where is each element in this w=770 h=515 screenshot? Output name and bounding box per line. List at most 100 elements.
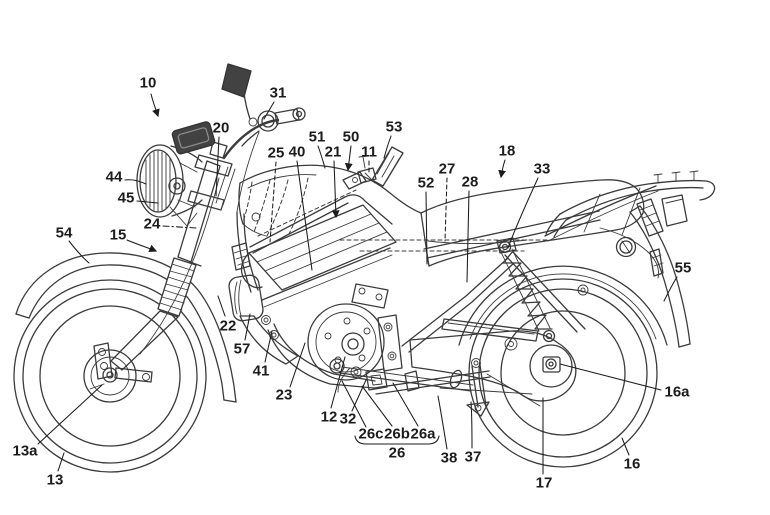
- ref-label-51: 51: [309, 129, 326, 146]
- front-wheel: [13, 279, 207, 473]
- ref-label-54: 54: [56, 225, 73, 242]
- seat-latch: [342, 171, 367, 190]
- leader-line-41: [264, 330, 273, 363]
- ref-label-52: 52: [418, 175, 435, 192]
- ref-label-50: 50: [343, 129, 360, 146]
- ref-label-55: 55: [675, 260, 692, 277]
- leader-line-20: [215, 136, 220, 197]
- leader-line-51: [317, 145, 326, 169]
- cables: [139, 131, 260, 355]
- brace-26: [354, 435, 440, 445]
- leader-line-12: [330, 356, 346, 409]
- leader-line-23: [289, 342, 306, 388]
- leader-line-50: [344, 145, 353, 172]
- ref-label-40: 40: [289, 144, 306, 161]
- rear-signal: [636, 198, 664, 277]
- leader-line-55: [663, 276, 678, 302]
- motorcycle-artwork: [13, 63, 716, 473]
- ref-label-45: 45: [118, 190, 135, 207]
- rear-wheel: [458, 265, 668, 468]
- leader-line-25: [269, 161, 277, 243]
- ref-label-38: 38: [441, 450, 458, 467]
- front-fork: [110, 141, 236, 371]
- ref-label-57: 57: [234, 341, 251, 358]
- brake-lever: [241, 130, 260, 147]
- ref-label-31: 31: [270, 85, 287, 102]
- leader-line-31: [263, 101, 275, 120]
- battery-box: [240, 194, 397, 308]
- stay-11: [357, 155, 377, 184]
- leader-line-10: [150, 93, 160, 118]
- tail-lamp: [661, 194, 688, 227]
- ref-label-44: 44: [106, 169, 123, 186]
- ref-label-26b: 26b: [384, 426, 410, 443]
- rear-fender: [629, 205, 691, 348]
- ref-label-33: 33: [534, 161, 551, 178]
- ref-label-21: 21: [325, 144, 342, 161]
- ref-label-16: 16: [624, 456, 641, 473]
- front-fender: [15, 252, 237, 403]
- ref-label-13: 13: [47, 472, 64, 489]
- mirror-stem: [243, 92, 251, 120]
- leader-line-15: [126, 239, 158, 252]
- handlebar: [171, 63, 306, 160]
- tank-cover: [238, 146, 422, 239]
- ref-label-26: 26: [389, 445, 406, 462]
- ref-label-53: 53: [386, 119, 403, 136]
- leader-line-26c: [341, 380, 367, 428]
- bracket-53: [364, 146, 404, 187]
- leader-line-16: [621, 437, 630, 456]
- ref-label-12: 12: [321, 409, 338, 426]
- ref-label-22: 22: [220, 318, 237, 335]
- speedometer: [171, 121, 216, 155]
- leader-line-16a: [559, 363, 662, 391]
- leader-line-33: [507, 177, 539, 249]
- motor-unit: [307, 283, 389, 381]
- ref-label-11: 11: [361, 144, 377, 161]
- leader-line-13a: [37, 384, 103, 445]
- ref-label-32: 32: [340, 411, 357, 428]
- ref-label-15: 15: [110, 227, 127, 244]
- ref-label-18: 18: [499, 143, 516, 160]
- ref-label-27: 27: [439, 161, 456, 178]
- ref-label-26c: 26c: [358, 426, 383, 443]
- leader-line-26a: [392, 382, 419, 427]
- frame: [236, 210, 601, 389]
- ref-label-20: 20: [213, 120, 230, 137]
- leader-line-54: [68, 240, 90, 264]
- ref-label-16a: 16a: [664, 384, 690, 401]
- rear-shock: [496, 237, 556, 343]
- leader-line-52: [425, 191, 428, 265]
- ref-label-25: 25: [268, 145, 285, 162]
- under-cover: [239, 315, 299, 365]
- leader-line-40: [296, 160, 313, 271]
- leader-line-13: [57, 452, 65, 472]
- leader-line-22: [217, 295, 226, 317]
- leader-line-28: [466, 190, 470, 283]
- leader-line-45: [136, 200, 159, 204]
- ref-label-23: 23: [276, 387, 293, 404]
- ref-label-10: 10: [140, 75, 157, 92]
- leader-line-21: [331, 160, 340, 219]
- leader-line-18: [498, 159, 506, 179]
- leader-line-32: [351, 379, 367, 412]
- canister: [228, 242, 299, 365]
- leader-line-37: [470, 401, 473, 449]
- leader-line-26b: [361, 385, 393, 427]
- ref-label-28: 28: [462, 174, 479, 191]
- ref-label-26a: 26a: [410, 426, 436, 443]
- leader-line-44: [124, 179, 147, 185]
- ref-label-24: 24: [144, 216, 161, 233]
- ref-label-41: 41: [253, 363, 270, 380]
- ref-label-37: 37: [465, 449, 482, 466]
- leader-line-38: [437, 395, 448, 450]
- leader-line-27: [444, 177, 448, 242]
- leader-line-53: [383, 135, 392, 159]
- ref-label-13a: 13a: [12, 443, 38, 460]
- leader-line-57: [244, 313, 251, 341]
- headlight: [136, 144, 203, 227]
- headlight-bracket: [168, 162, 198, 227]
